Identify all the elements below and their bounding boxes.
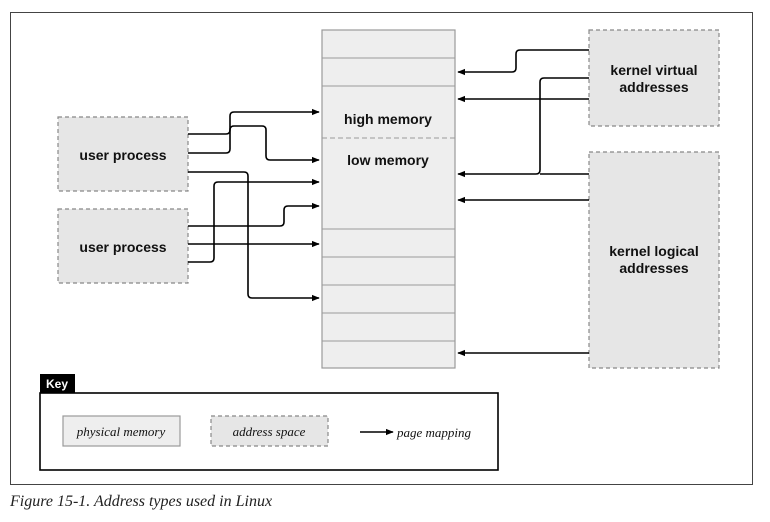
key-address-space-swatch [210,415,329,447]
kernel-logical-box: kernel logical addresses [588,151,720,369]
kernel-virtual-label-line2: addresses [619,79,688,95]
kernel-mapping-arrows [457,49,589,357]
user-process-box-1: user process [57,116,189,192]
high-memory-label: high memory [344,111,432,127]
key-physical-memory-label: physical memory [76,424,166,439]
user-process-label-2: user process [79,239,166,255]
key-physical-memory-swatch [62,415,181,447]
mapping-arrow [188,202,320,227]
key-page-mapping-label: page mapping [396,425,472,440]
user-process-box-2: user process [57,208,189,284]
user-mapping-arrows [188,108,320,302]
mapping-arrow [188,178,320,263]
physical-memory-block: high memory low memory [321,29,456,369]
key-address-space-label: address space [233,424,306,439]
diagram-frame [10,12,753,485]
mapping-arrow [457,49,589,76]
mapping-arrow [188,171,320,302]
key-title: Key [46,377,68,391]
kernel-logical-label-line2: addresses [619,260,688,276]
user-process-label-1: user process [79,147,166,163]
key-legend: Key physical memory address space page m… [39,374,499,471]
kernel-logical-label-line1: kernel logical [609,243,698,259]
mapping-arrow [188,125,320,164]
key-tab [40,374,75,393]
low-memory-label: low memory [347,152,429,168]
figure-caption: Figure 15-1. Address types used in Linux [10,493,273,510]
mapping-arrow [188,108,320,135]
mapping-arrow [457,77,589,178]
kernel-virtual-box: kernel virtual addresses [588,29,720,127]
kernel-virtual-label-line1: kernel virtual [610,62,697,78]
